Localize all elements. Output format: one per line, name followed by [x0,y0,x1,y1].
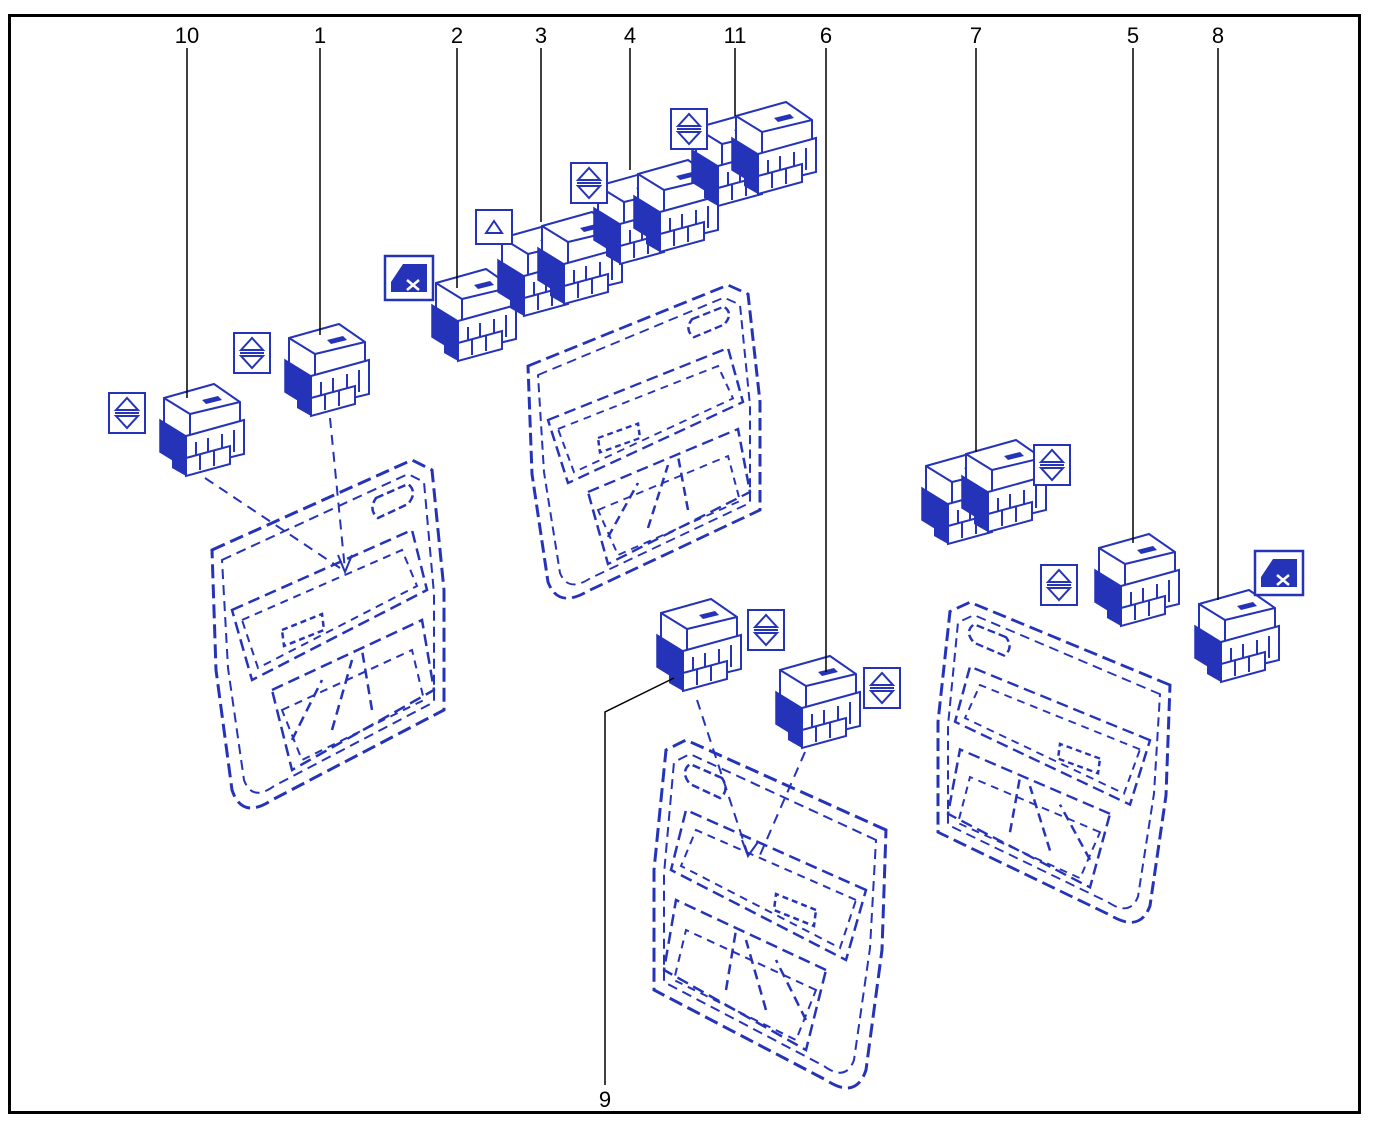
switch-6 [775,655,861,749]
switch-5 [1094,533,1180,627]
switch-10 [159,383,245,477]
up-down-arrows-icon [1040,564,1078,606]
callout-7: 7 [969,23,983,48]
up-down-arrows-icon [1033,444,1071,486]
switch-1 [284,323,370,417]
up-down-arrows-icon [863,667,901,709]
switch-9 [656,598,742,692]
callout-10: 10 [174,23,200,48]
door-panel-rear-right [936,600,1172,924]
installation-lines [204,417,806,859]
up-arrow-icon [475,209,513,245]
door-panel-front-left-upper [526,283,762,600]
callout-2: 2 [450,23,464,48]
callout-11: 11 [723,23,747,48]
callout-9: 9 [598,1087,612,1112]
callout-1: 1 [313,23,327,48]
window-lockout-icon [1253,549,1305,597]
door-panel-rear-centre [652,738,888,1090]
callout-4: 4 [623,23,637,48]
switch-11 [692,102,816,206]
up-down-arrows-icon [233,332,271,374]
up-down-arrows-icon [108,392,146,434]
diagram-frame [8,14,1361,1114]
up-down-arrows-icon [670,108,708,150]
door-panel-front-left [210,458,446,810]
leader-lines [186,48,1219,1085]
callout-3: 3 [534,23,548,48]
callout-5: 5 [1126,23,1140,48]
up-down-arrows-icon [570,162,608,204]
up-down-arrows-icon [747,609,785,651]
switch-7 [922,440,1046,544]
window-lockout-icon [383,254,435,302]
switch-8 [1194,589,1280,683]
callout-6: 6 [819,23,833,48]
callout-8: 8 [1211,23,1225,48]
